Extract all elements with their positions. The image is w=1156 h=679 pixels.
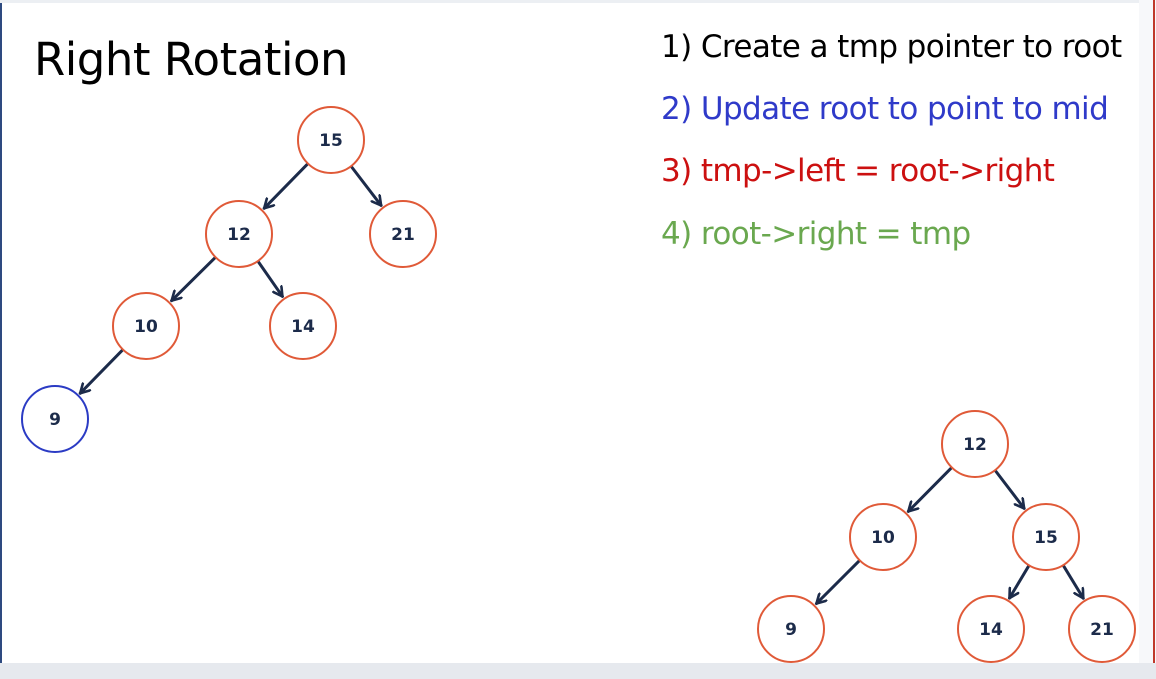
- before-node-label: 9: [49, 410, 61, 430]
- before-node-circle: [205, 200, 273, 268]
- after-node-21: 21: [1068, 595, 1136, 663]
- before-edge-15-to-12: [262, 162, 309, 210]
- before-node-label: 15: [319, 131, 343, 151]
- step-4-text: 4) root->right = tmp: [661, 216, 971, 252]
- after-edge-10-to-9: [814, 559, 861, 606]
- slide-title: Right Rotation: [34, 33, 349, 86]
- before-node-label: 12: [227, 225, 251, 245]
- before-edge-12-to-10: [170, 256, 217, 303]
- before-node-circle: [369, 200, 437, 268]
- after-node-15: 15: [1012, 503, 1080, 571]
- before-node-circle: [297, 106, 365, 174]
- after-node-9: 9: [757, 595, 825, 663]
- after-node-label: 21: [1090, 620, 1114, 640]
- step-3-text: 3) tmp->left = root->right: [661, 153, 1055, 189]
- after-node-label: 14: [979, 620, 1003, 640]
- before-node-14: 14: [269, 292, 337, 360]
- after-edge-12-to-10: [906, 466, 953, 513]
- after-node-label: 10: [871, 528, 895, 548]
- after-edge-12-to-15: [994, 469, 1026, 510]
- before-node-label: 21: [391, 225, 415, 245]
- after-edge-15-to-21: [1062, 564, 1085, 600]
- before-node-9: 9: [21, 385, 89, 453]
- after-node-circle: [757, 595, 825, 663]
- before-node-label: 14: [291, 317, 315, 337]
- after-node-circle: [941, 410, 1009, 478]
- bottom-bar: [0, 663, 1156, 679]
- before-node-15: 15: [297, 106, 365, 174]
- after-node-10: 10: [849, 503, 917, 571]
- before-node-12: 12: [205, 200, 273, 268]
- before-edge-15-to-21: [350, 165, 383, 207]
- after-node-circle: [957, 595, 1025, 663]
- before-node-circle: [112, 292, 180, 360]
- step-1-text: 1) Create a tmp pointer to root: [661, 29, 1122, 65]
- edges-layer: [78, 162, 1085, 606]
- after-node-12: 12: [941, 410, 1009, 478]
- after-node-label: 9: [785, 620, 797, 640]
- slide: Right Rotation 1) Create a tmp pointer t…: [0, 3, 1139, 663]
- after-node-circle: [1012, 503, 1080, 571]
- after-node-label: 15: [1034, 528, 1058, 548]
- before-node-21: 21: [369, 200, 437, 268]
- tree-diagram: 15 12 21 10 14 9 12 10 15 9 14 21: [21, 106, 1136, 663]
- before-edge-12-to-14: [256, 260, 284, 298]
- before-node-10: 10: [112, 292, 180, 360]
- before-edge-10-to-9: [78, 348, 124, 395]
- before-node-circle: [269, 292, 337, 360]
- before-node-label: 10: [134, 317, 158, 337]
- right-margin: [1139, 0, 1156, 663]
- before-node-circle: [21, 385, 89, 453]
- after-node-14: 14: [957, 595, 1025, 663]
- nodes-layer: 15 12 21 10 14 9 12 10 15 9 14 21: [21, 106, 1136, 663]
- after-node-label: 12: [963, 435, 987, 455]
- after-node-circle: [849, 503, 917, 571]
- after-node-circle: [1068, 595, 1136, 663]
- right-border-line: [1153, 0, 1155, 663]
- step-2-text: 2) Update root to point to mid: [661, 91, 1109, 127]
- after-edge-15-to-14: [1007, 564, 1031, 600]
